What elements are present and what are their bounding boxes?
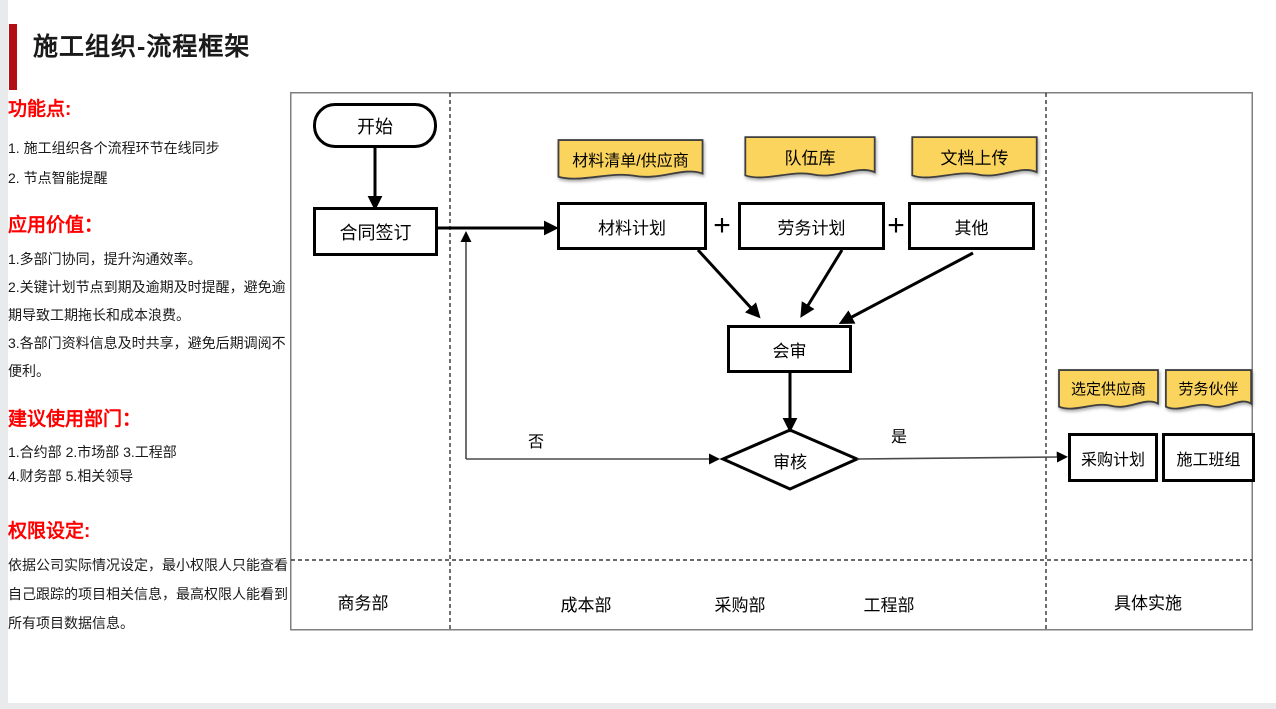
lane-label-cost-dept: 成本部: [560, 596, 612, 615]
node-start: 开始: [313, 103, 437, 148]
note-selected-supplier: 选定供应商: [1058, 369, 1159, 413]
edge-label-no: 否: [528, 434, 545, 451]
sidebar-section-value: 应用价值： 1.多部门协同，提升沟通效率。 2.关键计划节点到期及逾期及时提醒，…: [8, 210, 290, 385]
note-label: 文档上传: [940, 149, 1009, 168]
sidebar-section-features: 功能点: 1. 施工组织各个流程环节在线同步 2. 节点智能提醒: [8, 94, 290, 193]
section-heading: 应用价值：: [8, 215, 104, 236]
node-purchase-plan: 采购计划: [1068, 433, 1158, 482]
node-joint-review: 会审: [727, 325, 852, 373]
node-labor-plan: 劳务计划: [738, 202, 885, 250]
document-shape-icon: [744, 136, 876, 182]
node-other: 其他: [908, 202, 1035, 250]
section-heading: 功能点:: [8, 99, 72, 120]
arrow-material-to-joint: [696, 248, 761, 319]
section-line: 1.多部门协同，提升沟通效率。: [8, 251, 202, 267]
flowchart-border: [290, 92, 1253, 631]
section-line: 4.财务部 5.相关领导: [8, 468, 134, 484]
note-doc-upload: 文档上传: [911, 136, 1038, 182]
slide-background: [8, 0, 1276, 703]
note-team-library: 队伍库: [744, 136, 876, 182]
note-label: 选定供应商: [1070, 381, 1146, 398]
node-contract-signing: 合同签订: [313, 207, 438, 256]
document-shape-icon: [1165, 369, 1252, 413]
lane-label-business-dept: 商务部: [337, 594, 389, 613]
document-shape-icon: [911, 136, 1038, 182]
note-material-list-supplier: 材料清单/供应商: [557, 139, 704, 183]
sidebar-section-permissions: 权限设定: 依据公司实际情况设定，最小权限人只能查看自己跟踪的项目相关信息，最高…: [8, 516, 290, 638]
document-shape-icon: [1058, 369, 1159, 413]
note-label: 劳务伙伴: [1178, 381, 1239, 398]
section-line: 1.合约部 2.市场部 3.工程部: [8, 444, 177, 460]
section-line: 2. 节点智能提醒: [8, 170, 108, 186]
section-heading: 建议使用部门：: [8, 409, 142, 430]
lane-label-engineering-dept: 工程部: [863, 596, 915, 615]
plus-sign: +: [713, 209, 731, 242]
plus-sign: +: [887, 209, 905, 242]
document-shape-icon: [557, 139, 704, 183]
note-label: 材料清单/供应商: [572, 152, 689, 170]
sidebar-section-departments: 建议使用部门： 1.合约部 2.市场部 3.工程部 4.财务部 5.相关领导: [8, 404, 290, 488]
section-line: 1. 施工组织各个流程环节在线同步: [8, 140, 220, 156]
lane-label-implementation: 具体实施: [1114, 594, 1182, 613]
edge-yes: [856, 451, 1068, 463]
node-material-plan: 材料计划: [557, 202, 707, 250]
section-line: 依据公司实际情况设定，最小权限人只能查看自己跟踪的项目相关信息，最高权限人能看到…: [8, 557, 288, 631]
arrow-other-to-joint: [838, 251, 974, 324]
section-line: 3.各部门资料信息及时共享，避免后期调阅不便利。: [8, 335, 286, 379]
note-labor-partner: 劳务伙伴: [1165, 369, 1252, 413]
page-title: 施工组织-流程框架: [33, 33, 251, 61]
flowchart-connectors: [290, 92, 1253, 631]
arrow-labor-to-joint: [800, 249, 844, 318]
lane-label-purchasing-dept: 采购部: [714, 596, 766, 615]
node-construction-crew: 施工班组: [1162, 433, 1255, 482]
section-heading: 权限设定:: [8, 521, 91, 542]
section-line: 2.关键计划节点到期及逾期及时提醒，避免逾期导致工期拖长和成本浪费。: [8, 279, 286, 323]
title-accent-bar: [9, 24, 17, 90]
review-diamond-label: 审核: [773, 453, 807, 472]
note-label: 队伍库: [784, 149, 836, 168]
edge-label-yes: 是: [891, 429, 908, 446]
